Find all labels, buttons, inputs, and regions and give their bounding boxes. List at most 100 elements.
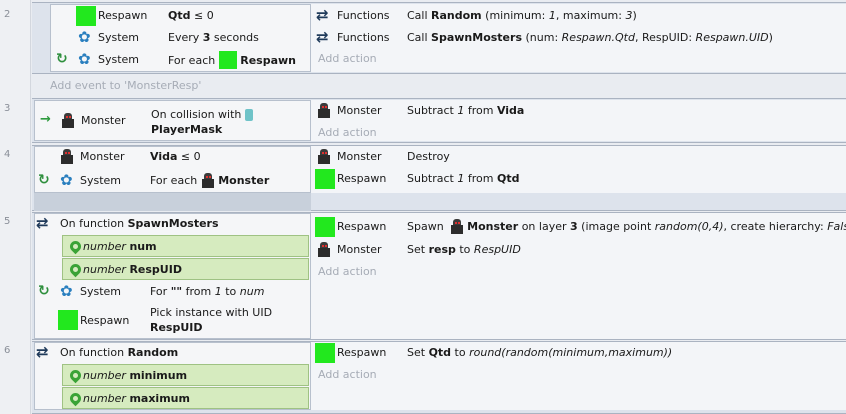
condition-row[interactable]: ↻ ✿ System For "" from 1 to num — [36, 281, 310, 303]
functions-icon: ⇄ — [316, 6, 329, 24]
text-segment: Qtd — [168, 9, 191, 22]
functions-icon: ⇄ — [316, 28, 329, 46]
action-row[interactable]: Monster Subtract 1 from Vida — [313, 100, 843, 122]
action-row[interactable]: Respawn Subtract 1 from Qtd — [313, 168, 843, 190]
event-6-actions — [311, 342, 846, 410]
text-segment: Call — [407, 9, 432, 22]
condition-row[interactable]: Respawn Pick instance with UID RespUID — [36, 304, 310, 336]
text-segment: 1 — [457, 104, 465, 117]
condition-row[interactable]: ↻ ✿ System For each Monster — [36, 170, 310, 192]
text-segment: Set — [407, 243, 429, 256]
function-title: On function Random — [60, 346, 178, 359]
parameter-pin-icon — [67, 261, 84, 278]
event-4-actions — [311, 146, 846, 193]
text-segment: random(0,4) — [654, 220, 724, 233]
text-segment: Subtract — [407, 172, 458, 185]
trigger-arrow-icon: → — [40, 112, 51, 127]
action-object: Respawn — [337, 172, 387, 185]
action-row[interactable]: Monster Destroy — [313, 146, 843, 168]
text-segment: from — [464, 172, 497, 185]
parameter-name: num — [129, 240, 157, 253]
text-segment: round(random(minimum,maximum)) — [469, 346, 673, 359]
condition-object: Monster — [81, 114, 126, 127]
respawn-sprite-icon — [58, 310, 78, 330]
action-row[interactable]: Monster Set resp to RespUID — [313, 239, 843, 261]
text-segment: ) — [632, 9, 637, 22]
text-segment: Vida — [150, 150, 178, 163]
add-action-link[interactable]: Add action — [318, 126, 377, 139]
condition-text: For each Respawn — [168, 51, 296, 69]
monster-sprite-icon — [317, 149, 331, 164]
parameter-pin-icon — [67, 390, 84, 407]
text-segment: Subtract — [407, 104, 458, 117]
text-segment: Every — [168, 31, 203, 44]
text-segment: Respawn.UID — [695, 31, 769, 44]
condition-row[interactable]: ✿ System Every 3 seconds — [52, 27, 310, 49]
respawn-sprite-icon — [315, 217, 335, 237]
gear-icon: ✿ — [78, 28, 91, 46]
condition-row[interactable]: Respawn Qtd ≤ 0 — [52, 5, 310, 27]
condition-object: Monster — [80, 150, 125, 163]
text-segment: RespUID — [473, 243, 521, 256]
function-header[interactable]: ⇄ On function Random — [36, 342, 310, 364]
function-parameter[interactable]: number num — [62, 235, 309, 257]
add-action-link[interactable]: Add action — [318, 368, 377, 381]
condition-text: Pick instance with UID — [150, 306, 273, 319]
add-action-link[interactable]: Add action — [318, 52, 377, 65]
text-segment: to — [451, 346, 470, 359]
function-parameter[interactable]: number RespUID — [62, 258, 309, 280]
text-segment: Random — [431, 9, 482, 22]
condition-object-param: PlayerMask — [151, 123, 223, 136]
parameter-type: number — [83, 369, 126, 382]
on-function-label: On function — [60, 217, 125, 230]
event-3-conditions[interactable]: → Monster On collision with PlayerMask — [34, 100, 311, 141]
action-text: Call Random (minimum: 1, maximum: 3) — [407, 9, 637, 22]
action-object: Monster — [337, 243, 382, 256]
function-header[interactable]: ⇄ On function SpawnMosters — [36, 213, 310, 235]
for-each-label: For each — [150, 174, 198, 187]
condition-row[interactable]: Monster Vida ≤ 0 — [36, 146, 310, 168]
monster-sprite-icon — [201, 173, 215, 188]
condition-row[interactable]: ↻ ✿ System For each Respawn — [52, 49, 310, 71]
on-function-label: On function — [60, 346, 125, 359]
action-row[interactable]: ⇄ Functions Call SpawnMosters (num: Resp… — [313, 27, 843, 49]
condition-text: For each Monster — [150, 173, 269, 188]
action-row[interactable]: ⇄ Functions Call Random (minimum: 1, max… — [313, 5, 843, 27]
event-3-actions — [311, 100, 846, 141]
loop-icon: ↻ — [56, 51, 68, 67]
condition-object: System — [98, 53, 140, 66]
event-gutter — [0, 0, 31, 414]
action-text: Set resp to RespUID — [407, 243, 521, 256]
text-segment: SpawnMosters — [431, 31, 522, 44]
text-segment: 1 — [457, 172, 465, 185]
function-parameter[interactable]: number maximum — [62, 387, 309, 409]
text-segment: (num: — [522, 31, 562, 44]
text-segment: 1 — [548, 9, 556, 22]
condition-object: Respawn — [80, 314, 130, 327]
function-parameter[interactable]: number minimum — [62, 364, 309, 386]
add-action-link[interactable]: Add action — [318, 265, 377, 278]
text-segment: ≤ 0 — [177, 150, 201, 163]
parameter-name: maximum — [129, 392, 190, 405]
loop-icon: ↻ — [38, 283, 50, 299]
text-segment: False — [827, 220, 846, 233]
for-each-label: For each — [168, 53, 216, 67]
text-segment: 1 — [214, 285, 222, 298]
text-segment: For — [150, 285, 171, 298]
text-segment: to — [455, 243, 474, 256]
gear-icon: ✿ — [60, 171, 73, 189]
text-segment: "" — [170, 285, 183, 298]
add-event-link[interactable]: Add event to 'MonsterResp' — [50, 79, 202, 92]
monster-sprite-icon — [317, 103, 331, 118]
text-segment: ) — [768, 31, 773, 44]
monster-sprite-icon — [61, 113, 75, 128]
function-title: On function SpawnMosters — [60, 217, 219, 230]
text-segment: 3 — [570, 220, 578, 233]
text-segment: seconds — [210, 31, 259, 44]
action-row[interactable]: Respawn Spawn Monster on layer 3 (image … — [313, 216, 846, 238]
condition-text: For "" from 1 to num — [150, 285, 264, 298]
text-segment: (minimum: — [481, 9, 549, 22]
text-segment: , RespUID: — [634, 31, 696, 44]
action-row[interactable]: Respawn Set Qtd to round(random(minimum,… — [313, 342, 843, 364]
text-segment: , maximum: — [555, 9, 626, 22]
